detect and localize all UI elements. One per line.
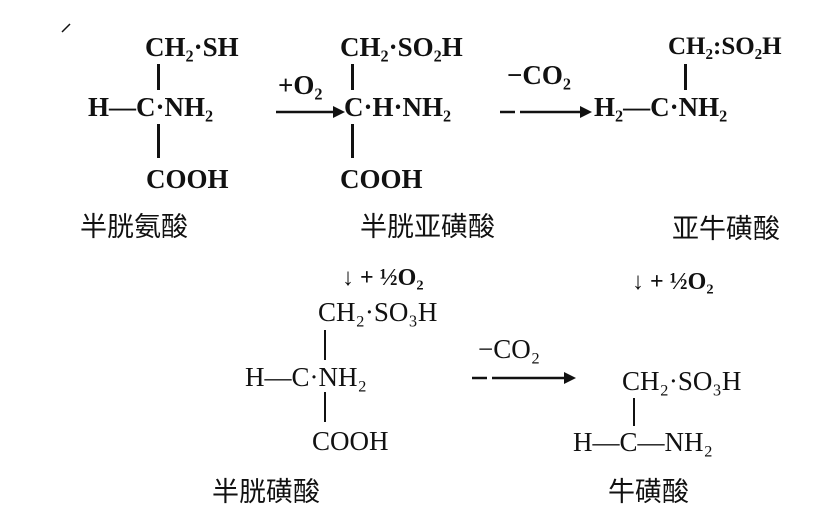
taurine-center: H—C—NH₂ <box>573 427 713 457</box>
bond <box>157 64 160 90</box>
oxidation-reagent-3: ↓ + ½O₂ <box>632 269 714 295</box>
decarboxylation-reagent-1: −CO₂ <box>507 60 571 90</box>
cysteine-top-group: CH₂·SH <box>145 32 239 62</box>
bond <box>324 330 326 360</box>
sulfinic-bottom-group: COOH <box>340 164 423 194</box>
arrow-decarboxylation-1 <box>500 106 592 118</box>
sulfinic-center: C·H·NH₂ <box>344 92 452 122</box>
decarboxylation-reagent-2: −CO₂ <box>478 334 541 364</box>
bond <box>351 64 354 90</box>
cysteine-label: 半胱氨酸 <box>80 212 188 243</box>
bond <box>157 124 160 158</box>
cysteic-label: 半胱磺酸 <box>212 477 320 508</box>
bond <box>324 392 326 422</box>
hypotaurine-top-group: CH₂:SO₂H <box>668 33 782 60</box>
oxidation-reagent-2: ↓ + ½O₂ <box>342 265 424 291</box>
taurine-top-group: CH₂·SO₃H <box>622 366 742 396</box>
bond <box>684 64 687 90</box>
taurine-label: 牛磺酸 <box>608 477 689 508</box>
cysteine-bottom-group: COOH <box>146 164 229 194</box>
sulfinic-top-group: CH₂·SO₂H <box>340 32 463 62</box>
arrow-decarboxylation-2 <box>472 372 576 384</box>
cysteic-top-group: CH₂·SO₃H <box>318 297 438 327</box>
cysteine-center: H—C·NH₂ <box>88 92 214 122</box>
cysteic-bottom-group: COOH <box>312 426 389 456</box>
hypotaurine-label: 亚牛磺酸 <box>672 214 780 245</box>
arrow-oxidation <box>276 106 345 118</box>
bond <box>633 398 635 426</box>
sulfinic-label: 半胱亚磺酸 <box>360 212 495 243</box>
hypotaurine-center: H₂—C·NH₂ <box>594 92 728 122</box>
cysteic-center: H—C·NH₂ <box>245 362 367 392</box>
bond <box>351 124 354 158</box>
oxidation-reagent: +O₂ <box>278 70 323 100</box>
stray-mark <box>61 23 71 33</box>
